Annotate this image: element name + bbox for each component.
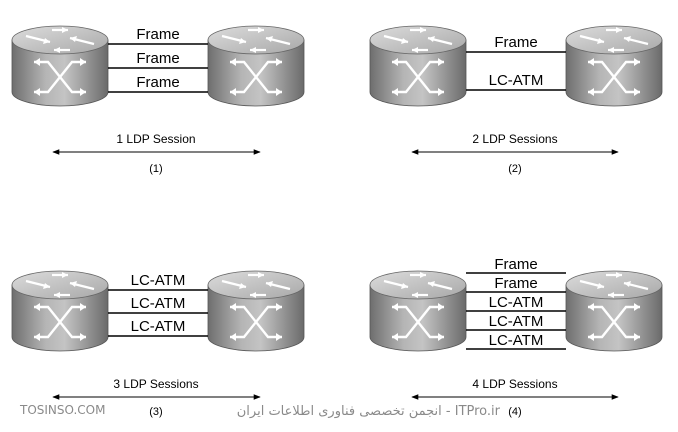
diagram-index: (2) bbox=[508, 163, 521, 175]
diagram-4: Frame Frame LC-ATM LC-ATM LC-ATM 4 LDP S… bbox=[368, 256, 664, 418]
diagram-index: (1) bbox=[149, 163, 162, 175]
watermark-right: انجمن تخصصی فناوری اطلاعات ایران - ITPro… bbox=[237, 404, 501, 419]
link-label: LC-ATM bbox=[489, 313, 544, 330]
link-label: Frame bbox=[494, 275, 537, 292]
session-label: 3 LDP Sessions bbox=[113, 377, 198, 391]
link-label: LC-ATM bbox=[131, 272, 186, 289]
diagram-index: (3) bbox=[149, 406, 162, 418]
link-label: Frame bbox=[494, 256, 537, 273]
router-icon bbox=[206, 24, 306, 108]
diagram-index: (4) bbox=[508, 406, 521, 418]
link-label: LC-ATM bbox=[131, 295, 186, 312]
diagram-2: Frame LC-ATM 2 LDP Sessions (2) bbox=[368, 24, 664, 175]
router-icon bbox=[368, 24, 468, 108]
watermark-left: TOSINSO.COM bbox=[19, 403, 105, 417]
link-label: Frame bbox=[136, 26, 179, 43]
router-icon bbox=[206, 269, 306, 353]
diagram-3: LC-ATM LC-ATM LC-ATM 3 LDP Sessions (3) bbox=[10, 269, 306, 418]
link-label: Frame bbox=[494, 34, 537, 51]
link-label: LC-ATM bbox=[489, 72, 544, 89]
router-icon bbox=[368, 269, 468, 353]
router-icon bbox=[10, 269, 110, 353]
router-icon bbox=[10, 24, 110, 108]
router-icon bbox=[564, 24, 664, 108]
link-label: LC-ATM bbox=[131, 318, 186, 335]
router-icon bbox=[564, 269, 664, 353]
session-label: 2 LDP Sessions bbox=[472, 132, 557, 146]
session-label: 1 LDP Session bbox=[116, 132, 195, 146]
diagram-1: Frame Frame Frame 1 LDP Session (1) bbox=[10, 24, 306, 175]
link-label: Frame bbox=[136, 50, 179, 67]
link-label: Frame bbox=[136, 74, 179, 91]
link-label: LC-ATM bbox=[489, 294, 544, 311]
session-label: 4 LDP Sessions bbox=[472, 377, 557, 391]
link-label: LC-ATM bbox=[489, 332, 544, 349]
